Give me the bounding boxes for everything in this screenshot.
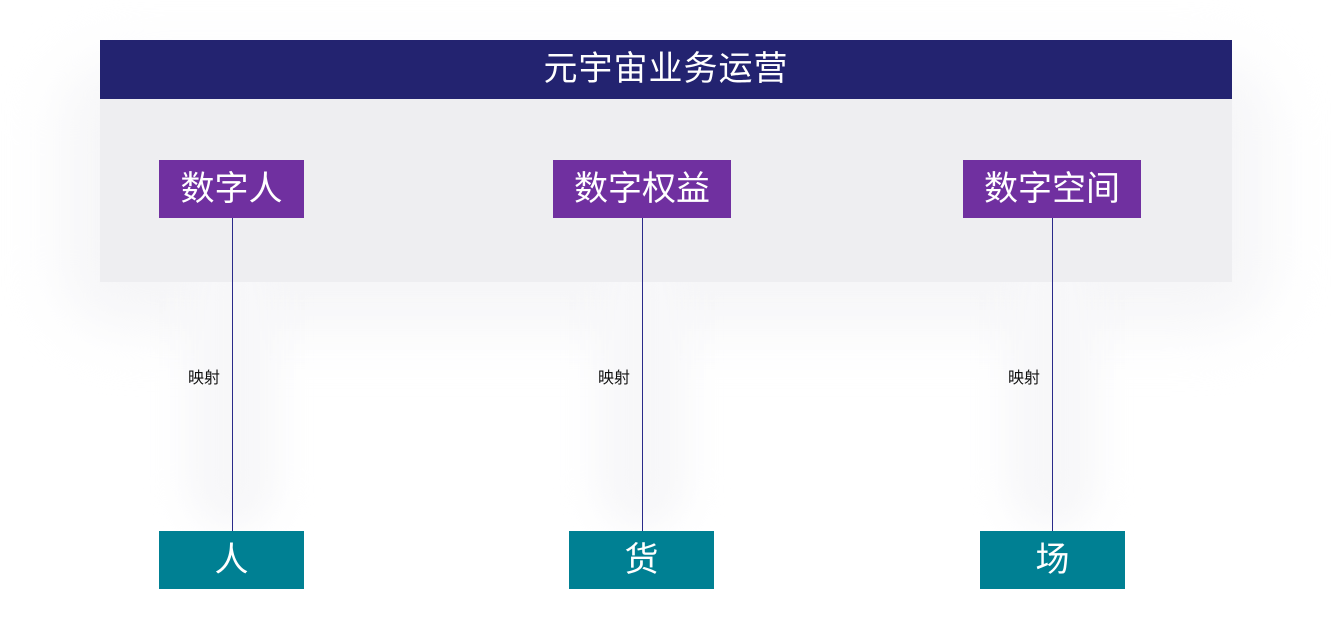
node-digital-rights: 数字权益	[553, 160, 731, 218]
node-goods: 货	[569, 531, 714, 589]
relation-label-3: 映射	[1008, 368, 1041, 387]
node-people: 人	[159, 531, 304, 589]
node-digital-space: 数字空间	[963, 160, 1141, 218]
diagram-title: 元宇宙业务运营	[100, 40, 1232, 99]
relation-label-2: 映射	[598, 368, 631, 387]
connector-line-1	[232, 218, 233, 531]
node-digital-human: 数字人	[159, 160, 304, 218]
node-venue: 场	[980, 531, 1125, 589]
relation-label-1: 映射	[188, 368, 221, 387]
connector-line-2	[642, 218, 643, 531]
connector-line-3	[1052, 218, 1053, 531]
